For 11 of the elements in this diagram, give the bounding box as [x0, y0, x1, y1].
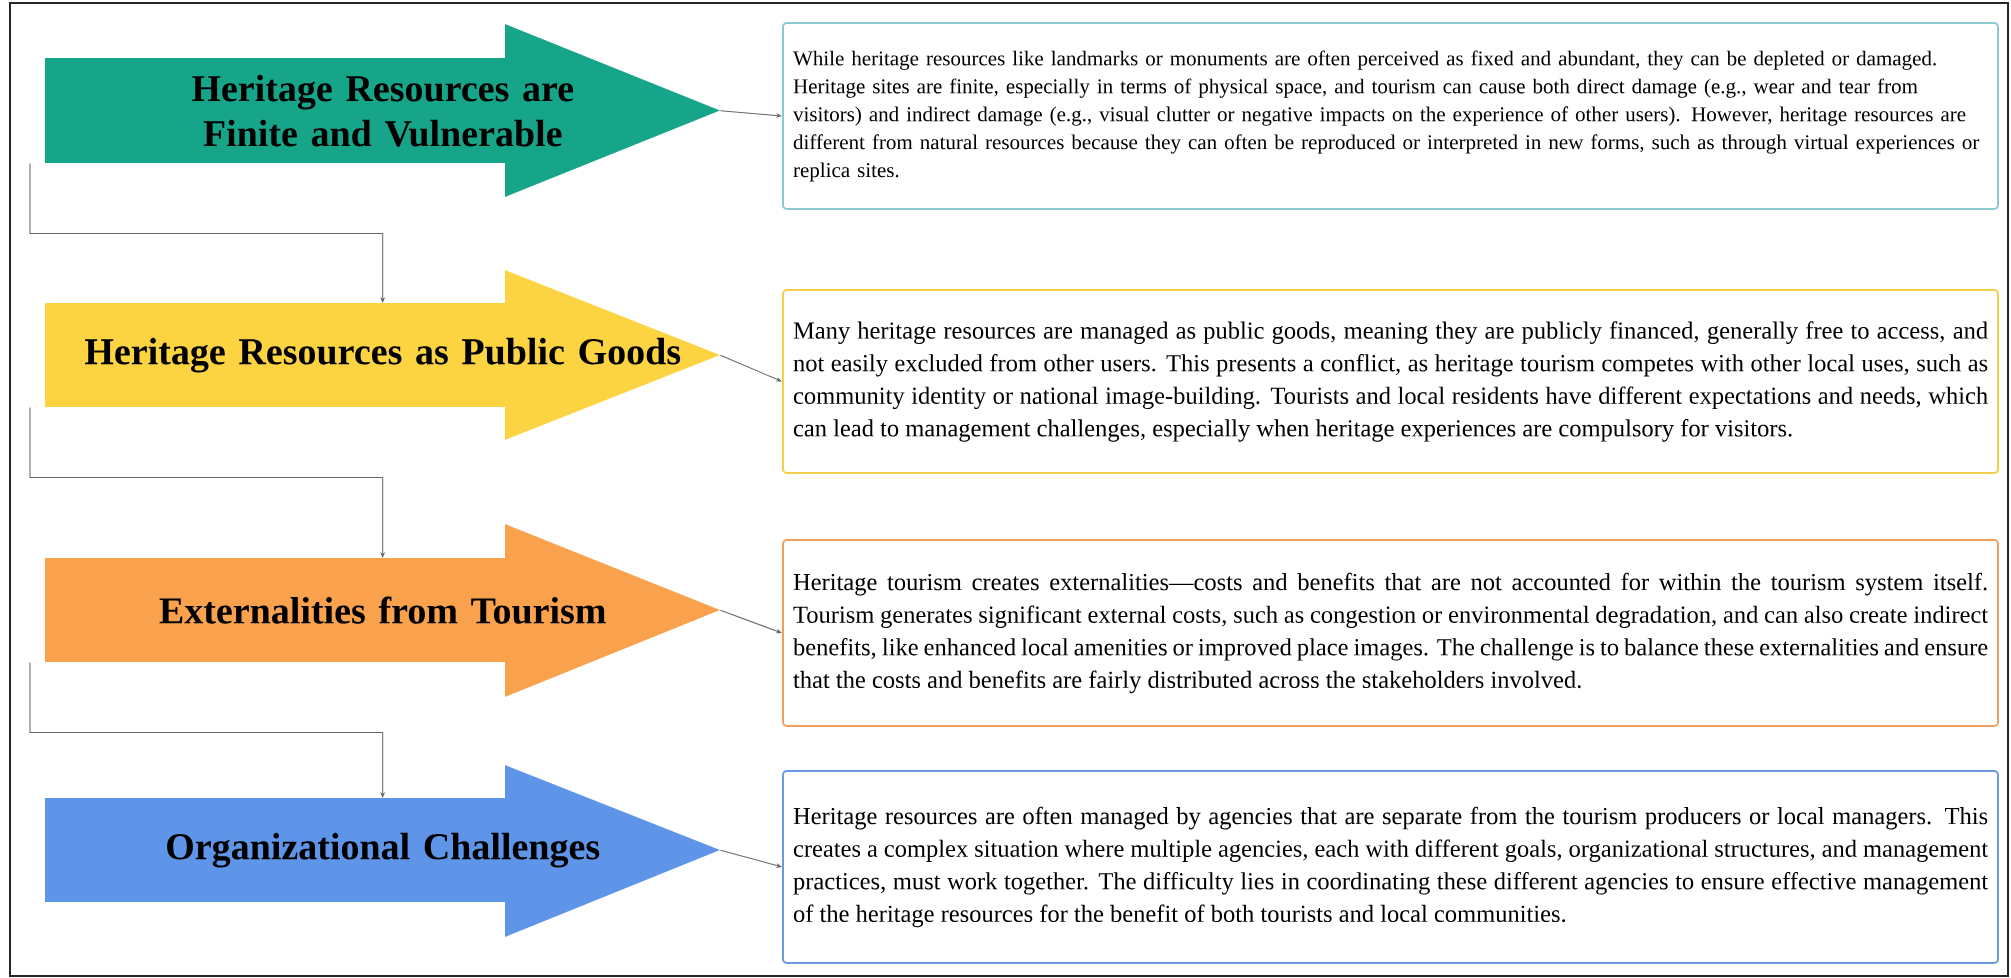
text-box: Many heritage resources are managed as public goods, meaning they are publicly financed, generally free to access, and not easily excluded from other users. This presents a conflict, as heritage tourism competes with other local uses, such as community identity or national image-building. Tourists and local residents have different expectations and needs, which can lead to management challenges, especially when heritage experiences are compulsory for visitors.: [782, 289, 1999, 474]
arrow: [719, 354, 782, 382]
arrow: [719, 110, 782, 118]
arrow: [29, 162, 385, 303]
arrow: [29, 661, 385, 798]
text-box: Heritage resources are often managed by agencies that are separate from the tourism producers or local managers. This creates a complex situation where multiple agencies, each with different goals, organizational structures, and management practices, must work together. The difficulty lies in coordinating these different agencies to ensure effective management of the heritage resources for the benefit of both tourists and local communities.: [782, 770, 1999, 964]
text-box: Heritage tourism creates externalities—costs and benefits that are not accounted for within the tourism system itself. Tourism generates significant external costs, such as congestion or environmental degradation, and can also create indirect benefits, like enhanced local amenities or improved place images. The challenge is to balance these externalities and ensure that the costs and benefits are fairly distributed across the stakeholders involved.: [782, 539, 1999, 727]
arrow: [719, 609, 782, 634]
arrow: [719, 849, 782, 868]
text-box: While heritage resources like landmarks or monuments are often perceived as fixed and abundant, they can be depleted or damaged. Heritage sites are finite, especially in terms of physical space, and tourism can cause both direct damage (e.g., wear and tear from visitors) and indirect damage (e.g., visual clutter or negative impacts on the experience of other users). However, heritage resources are different from natural resources because they can often be reproduced or interpreted in new forms, such as through virtual experiences or replica sites.: [782, 22, 1999, 210]
arrow: [29, 406, 385, 558]
